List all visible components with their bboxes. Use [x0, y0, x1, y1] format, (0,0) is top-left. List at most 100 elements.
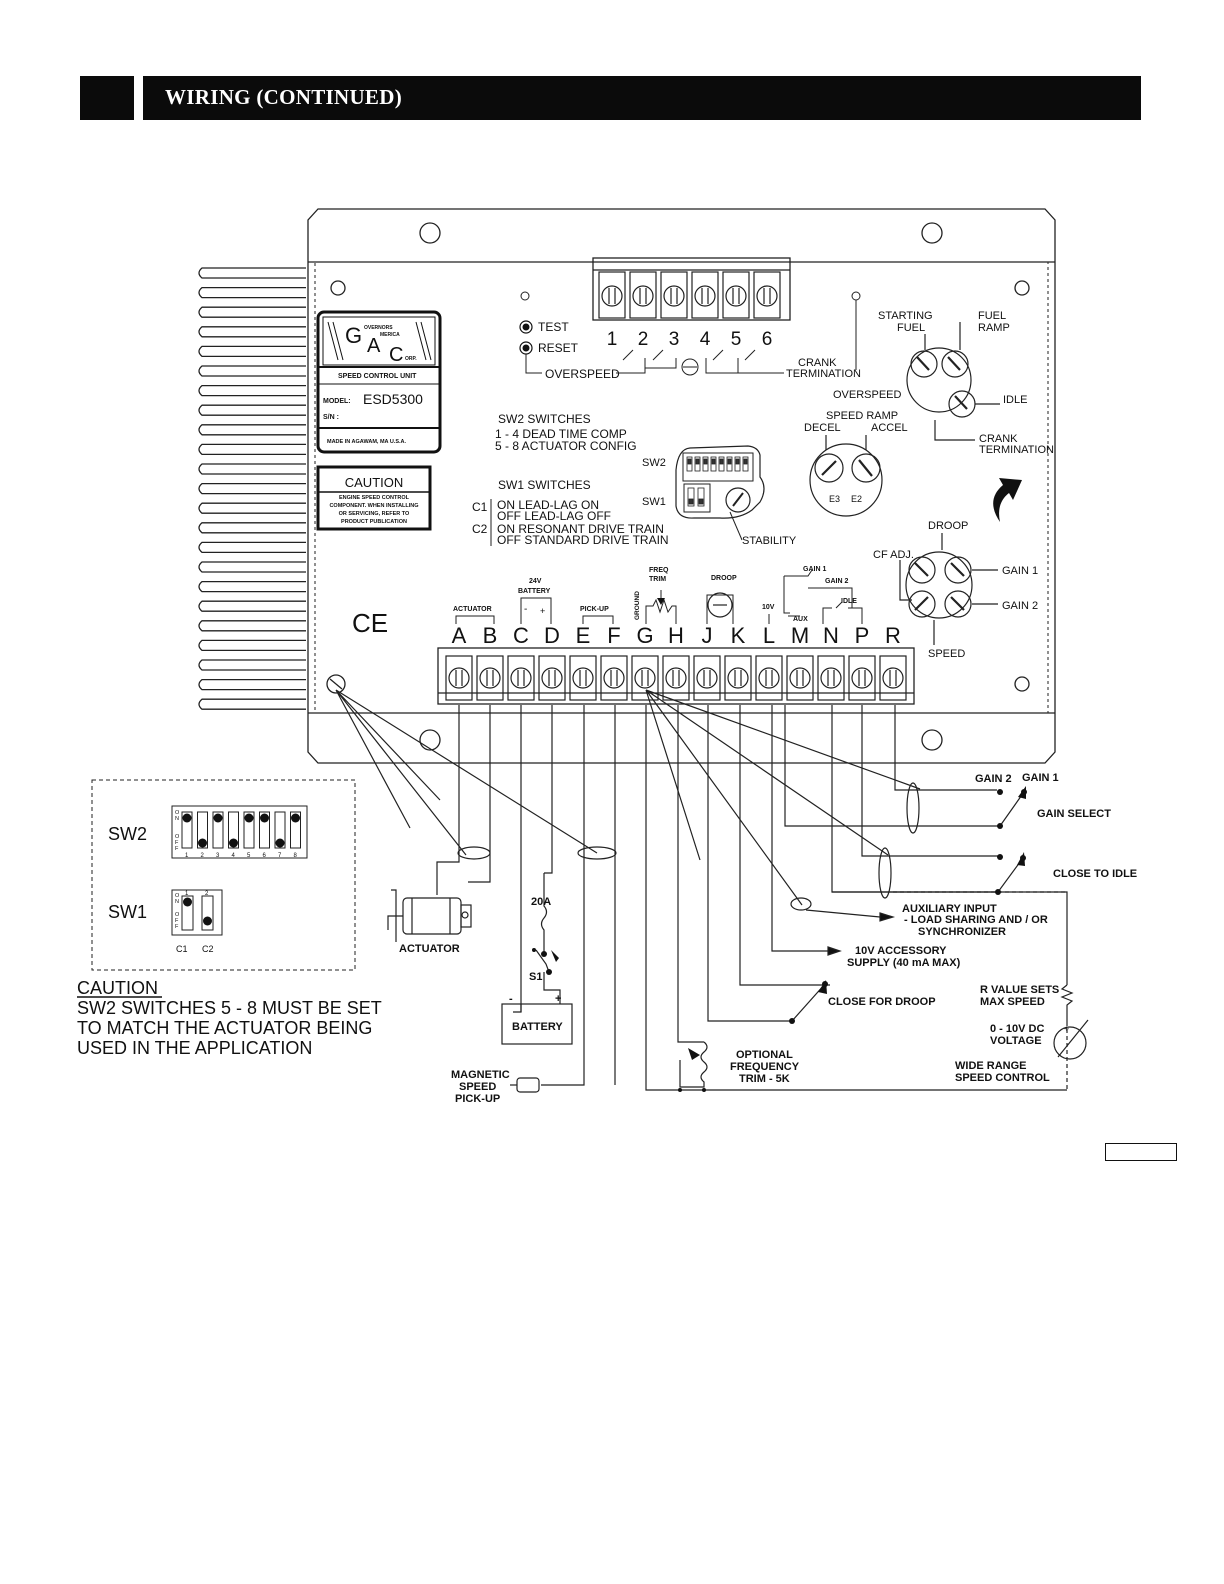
actuator-term-label: ACTUATOR — [453, 606, 492, 613]
heatsink-fin — [198, 620, 306, 632]
crank-pot-label-1: CRANK — [979, 433, 1018, 445]
panel-sw2-slot — [197, 811, 208, 849]
pickup-label-1: MAGNETIC — [451, 1069, 510, 1081]
board-sw1-knob — [698, 498, 704, 505]
logo-c: C — [389, 344, 403, 366]
terminal-letter: L — [763, 623, 775, 648]
top-terminal-screw — [632, 285, 654, 307]
top-terminal-number: 5 — [731, 329, 742, 350]
e3-label: E3 — [829, 494, 840, 504]
starting-fuel-label-1: STARTING — [878, 310, 933, 322]
logo-text-1: OVERNORS — [364, 325, 393, 331]
sw1-info-c2-off: OFF STANDARD DRIVE TRAIN — [497, 533, 669, 547]
pot-cluster-gain-labels: DROOP CF ADJ. GAIN 1 GAIN 2 SPEED — [873, 520, 1038, 660]
board-switch-cluster: SW2 SW1 STABILITY — [642, 445, 797, 547]
ten-v-term-label: 10V — [762, 604, 775, 611]
cf-adj-label: CF ADJ. — [873, 549, 914, 561]
speed-ramp-labels: SPEED RAMP DECEL ACCEL E3 E2 — [804, 410, 908, 504]
terminal-cell — [631, 655, 659, 701]
sw1-info-c2-on: ON RESONANT DRIVE TRAIN — [497, 522, 664, 536]
close-idle-label: CLOSE TO IDLE — [1053, 868, 1137, 880]
wide-range-label-2: SPEED CONTROL — [955, 1072, 1050, 1084]
panel-sw2-number: 5 — [247, 853, 251, 859]
panel-sw2-dot — [260, 813, 269, 823]
top-terminal-block — [592, 257, 791, 321]
panel-c2-label: C2 — [202, 944, 214, 954]
panel-sw2-slot — [259, 811, 270, 849]
heatsink-fin — [198, 541, 306, 554]
panel-sw2-dot — [182, 813, 192, 823]
sw1-info-c2: C2 — [472, 522, 488, 536]
panel-off-letter: F — [175, 840, 179, 846]
stability-label: STABILITY — [742, 535, 797, 547]
close-droop-label: CLOSE FOR DROOP — [828, 996, 936, 1008]
voltage-label-1: 0 - 10V DC — [990, 1023, 1044, 1035]
heatsink-fin — [198, 286, 306, 299]
panel-sw1-dot — [203, 916, 212, 926]
gain2-wire-label: GAIN 2 — [975, 773, 1012, 785]
board-sw2-knob — [703, 458, 708, 465]
board-sw2-slot — [710, 456, 717, 472]
top-terminal-cell — [722, 271, 750, 319]
caution-note: CAUTION SW2 SWITCHES 5 - 8 MUST BE SET T… — [77, 978, 382, 1058]
battery-term-label-2: BATTERY — [518, 588, 551, 595]
heatsink-fin — [198, 345, 306, 358]
caution-label: CAUTION ENGINE SPEED CONTROL COMPONENT. … — [316, 465, 432, 531]
overspeed-label: OVERSPEED — [545, 367, 620, 381]
accel-label: ACCEL — [871, 422, 908, 434]
pickup-term-label: PICK-UP — [580, 606, 609, 613]
heatsink-fin — [198, 443, 306, 456]
freq-trim-arrow — [688, 1048, 700, 1060]
crank-pot-label-2: TERMINATION — [979, 444, 1054, 456]
battery-group — [501, 948, 573, 1045]
sw2-info-line-1: 1 - 4 DEAD TIME COMP — [495, 427, 627, 441]
aux-input-label-2: - LOAD SHARING AND / OR — [904, 914, 1048, 926]
aux-input-label-1: AUXILIARY INPUT — [902, 903, 997, 915]
board-sw1-label: SW1 — [642, 496, 666, 508]
terminal-screw — [696, 667, 718, 689]
panel-sw2-number: 8 — [294, 853, 298, 859]
terminal-letter: M — [791, 623, 809, 648]
terminal-letter: K — [731, 623, 746, 648]
heatsink-fin — [198, 659, 306, 671]
heatsink-fin — [198, 424, 306, 436]
battery-minus-label: - — [524, 604, 527, 615]
caution-note-line-2: TO MATCH THE ACTUATOR BEING — [77, 1018, 372, 1038]
heatsink-fin — [198, 267, 306, 279]
top-terminal-number: 3 — [669, 329, 680, 350]
gain1-pot-label: GAIN 1 — [1002, 565, 1038, 577]
label-sn: S/N : — [323, 414, 339, 421]
panel-sw2-number: 3 — [216, 853, 220, 859]
battery-plus-label: + — [540, 606, 545, 616]
starting-fuel-label-2: FUEL — [897, 322, 925, 334]
panel-off-letter: F — [175, 918, 179, 924]
heatsink-fin — [198, 502, 306, 514]
caution-note-line-1: SW2 SWITCHES 5 - 8 MUST BE SET — [77, 998, 382, 1018]
r-value-label-1: R VALUE SETS — [980, 984, 1059, 996]
board-sw2-label: SW2 — [642, 457, 666, 469]
panel-sw2-slot — [181, 811, 193, 849]
terminal-cell — [476, 655, 504, 701]
top-terminal-number: 4 — [700, 329, 711, 350]
battery-plus: + — [555, 993, 561, 1005]
board-sw2-knob — [711, 458, 716, 465]
terminal-letter: R — [885, 623, 901, 648]
board-sw2-knob — [735, 458, 740, 465]
pot-cluster-top — [906, 322, 1000, 441]
heatsink-fins — [198, 267, 306, 710]
droop-term-label: DROOP — [711, 575, 737, 582]
pickup-label-2: SPEED — [459, 1081, 496, 1093]
board-sw2-knob — [687, 458, 692, 465]
reset-label: RESET — [538, 341, 579, 355]
top-terminal-screw — [601, 285, 623, 307]
bottom-terminal-screws — [445, 655, 907, 701]
heatsink-fin — [198, 326, 306, 338]
speed-ramp-label: SPEED RAMP — [826, 410, 898, 422]
sw2-info-title: SW2 SWITCHES — [498, 412, 591, 426]
overspeed-pot-label: OVERSPEED — [833, 389, 902, 401]
board-sw2-slot — [734, 456, 741, 472]
top-terminal-cell — [629, 271, 657, 319]
pot-cluster-gain — [899, 533, 998, 645]
top-terminal-screws — [598, 271, 781, 319]
